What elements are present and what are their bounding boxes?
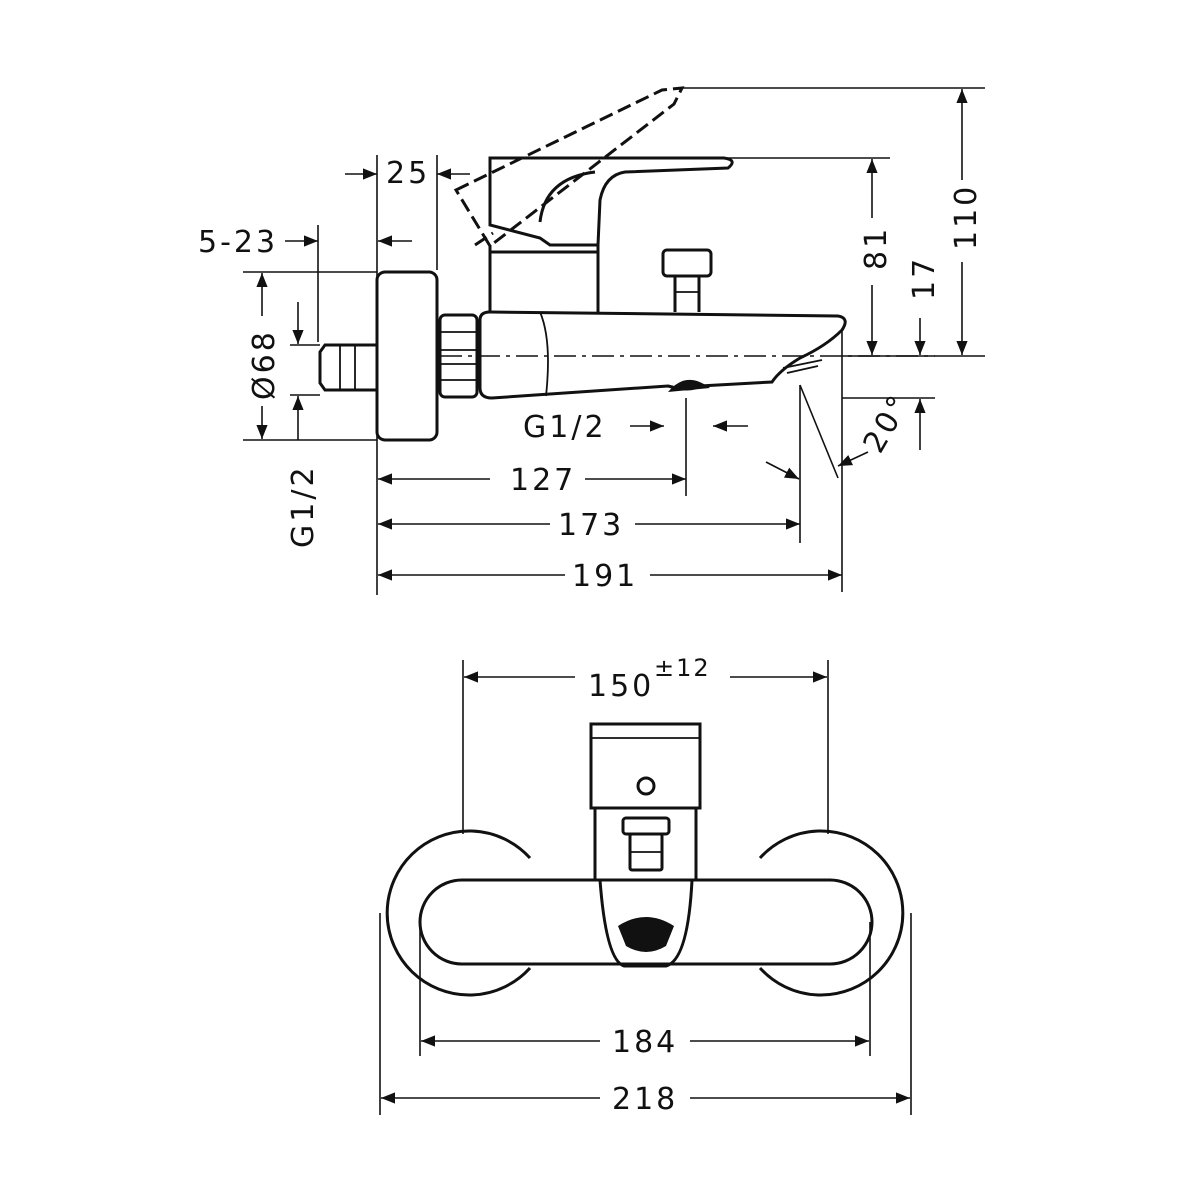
dim-17-label: 17 [907,256,942,300]
dim-81-label: 81 [859,226,894,270]
wall-flange [375,270,439,442]
spout-outlet [782,359,823,374]
dim-25-label: 25 [386,156,430,191]
front-cartridge [589,722,702,880]
rosette-left [385,829,532,997]
lever-raised-dashed [453,86,685,249]
mixer-cartridge [488,245,600,312]
front-extension-lines [379,660,912,1115]
dim-g12-left-label: G1/2 [286,464,321,548]
dim-191-label: 191 [572,559,638,594]
front-diverter [621,816,671,872]
dim-g12-outlet-label: G1/2 [523,410,607,445]
dim-150-tolerance: ±12 [654,654,711,682]
dim-218-label: 218 [612,1082,678,1117]
front-outlet [618,917,674,952]
extension-lines [243,87,985,595]
bottom-outlet [668,379,710,392]
dim-110-label: 110 [949,184,984,250]
dim-5-23-label: 5-23 [198,225,278,260]
hot-cold-indicator [636,776,656,796]
dim-127-label: 127 [510,463,576,498]
dim-d68-label: Ø68 [247,329,282,400]
dim-173-label: 173 [558,508,624,543]
rosette-right [758,829,905,997]
dim-184-label: 184 [612,1025,678,1060]
side-view: 25 5-23 Ø68 G1/2 G1/2 127 173 191 [198,86,985,595]
diverter-knob [661,248,713,312]
wall-connector [318,343,377,392]
lever-solid [488,156,734,247]
front-view: 150 ±12 184 218 [379,654,912,1117]
dim-150-label: 150 [588,669,654,704]
body-spout [478,310,847,400]
